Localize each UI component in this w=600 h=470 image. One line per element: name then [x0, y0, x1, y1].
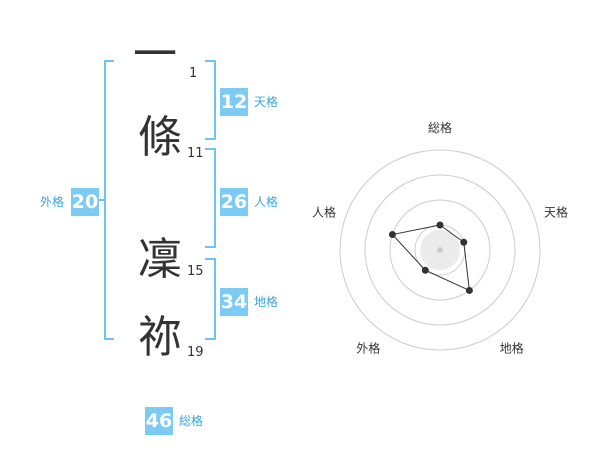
name-char-3: 凜 — [138, 234, 182, 285]
radar-axis-label-4: 外格 — [356, 341, 380, 356]
gaikaku-label: 外格 — [40, 195, 65, 209]
name-char-1: 一 — [133, 29, 177, 80]
jinkaku-value: 26 — [220, 188, 248, 216]
radar-ring-4 — [339, 149, 541, 351]
radar-axis-label-1: 総格 — [428, 120, 452, 135]
jinkaku-label: 人格 — [254, 195, 279, 209]
gaikaku-value: 20 — [71, 188, 99, 216]
radar-point-3 — [465, 286, 473, 294]
radar-ring-3 — [364, 174, 516, 326]
name-char-2: 條 — [138, 112, 182, 163]
soukaku-value: 46 — [145, 407, 173, 435]
radar-point-2 — [460, 238, 468, 246]
radar-point-4 — [421, 266, 429, 274]
stroke-count-4: 19 — [187, 345, 204, 360]
tenkaku-label: 天格 — [254, 95, 279, 109]
radar-series-line — [391, 224, 470, 292]
tenkaku-value: 12 — [220, 88, 248, 116]
name-char-4: 祢 — [138, 312, 182, 363]
chikaku-label: 地格 — [254, 295, 279, 309]
radar-axis-label-2: 天格 — [544, 204, 568, 219]
radar-axis-label-5: 人格 — [312, 204, 336, 219]
stroke-count-3: 15 — [187, 264, 204, 279]
stroke-count-1: 1 — [189, 66, 198, 81]
radar-point-1 — [436, 221, 444, 229]
radar-axis-label-3: 地格 — [500, 341, 524, 356]
radar-point-5 — [388, 231, 396, 239]
stroke-count-2: 11 — [187, 146, 204, 161]
soukaku-label: 総格 — [179, 414, 204, 428]
radar-center-dot — [437, 247, 443, 253]
radar-ring-2 — [389, 199, 491, 301]
chikaku-value: 34 — [220, 288, 248, 316]
